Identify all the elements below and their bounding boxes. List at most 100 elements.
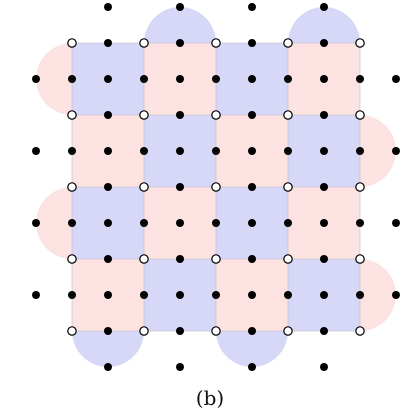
- open-dot: [283, 110, 293, 120]
- lattice-dot: [248, 255, 256, 263]
- open-dot: [67, 182, 77, 192]
- lattice-dot: [320, 291, 328, 299]
- lattice-dot: [356, 75, 364, 83]
- outer-dot: [392, 75, 400, 83]
- outer-dot: [176, 363, 184, 371]
- lattice-dot: [68, 75, 76, 83]
- lattice-dot: [176, 291, 184, 299]
- lattice-dot: [212, 291, 220, 299]
- open-dot: [283, 182, 293, 192]
- lattice-dot: [284, 219, 292, 227]
- open-dot: [67, 110, 77, 120]
- lattice-dot: [104, 39, 112, 47]
- lattice-dot: [248, 291, 256, 299]
- lattice-dot: [104, 147, 112, 155]
- lattice-dot: [356, 147, 364, 155]
- lattice-dot: [104, 75, 112, 83]
- lattice-dot: [320, 327, 328, 335]
- lattice-dot: [320, 183, 328, 191]
- open-dot: [283, 38, 293, 48]
- semicircle-right: [360, 115, 396, 187]
- outer-dot: [392, 219, 400, 227]
- outer-dot: [248, 3, 256, 11]
- semicircle-bottom: [216, 331, 288, 367]
- open-dot: [355, 38, 365, 48]
- open-dot: [211, 326, 221, 336]
- open-dot: [139, 326, 149, 336]
- open-dot: [139, 182, 149, 192]
- lattice-dot: [248, 75, 256, 83]
- lattice-dot: [176, 183, 184, 191]
- open-dot: [355, 110, 365, 120]
- lattice-dot: [320, 219, 328, 227]
- lattice-dot: [68, 147, 76, 155]
- open-dot: [211, 182, 221, 192]
- lattice-dot: [248, 327, 256, 335]
- outer-dot: [32, 219, 40, 227]
- open-dot: [283, 326, 293, 336]
- lattice-dot: [248, 111, 256, 119]
- semicircle-top: [144, 7, 216, 43]
- open-dot: [67, 38, 77, 48]
- lattice-dot: [248, 39, 256, 47]
- lattice-dot: [176, 327, 184, 335]
- semicircle-layer: [36, 7, 396, 367]
- figure-caption: (b): [195, 386, 225, 410]
- lattice-dot: [104, 291, 112, 299]
- lattice-dot: [212, 219, 220, 227]
- outer-dot: [104, 3, 112, 11]
- open-dot: [139, 254, 149, 264]
- dot-layer: [32, 3, 400, 371]
- semicircle-top: [288, 7, 360, 43]
- semicircle-left: [36, 187, 72, 259]
- lattice-dot: [104, 327, 112, 335]
- lattice-dot: [320, 111, 328, 119]
- outer-dot: [32, 75, 40, 83]
- open-dot: [67, 254, 77, 264]
- semicircle-left: [36, 43, 72, 115]
- lattice-dot: [104, 111, 112, 119]
- lattice-dot: [104, 219, 112, 227]
- cell-layer: [72, 43, 360, 331]
- open-dot: [355, 326, 365, 336]
- lattice-dot: [140, 219, 148, 227]
- outer-dot: [176, 3, 184, 11]
- lattice-dot: [212, 147, 220, 155]
- outer-dot: [32, 291, 40, 299]
- lattice-dot: [212, 75, 220, 83]
- lattice-dot: [284, 291, 292, 299]
- outer-dot: [392, 291, 400, 299]
- open-dot: [211, 38, 221, 48]
- open-dot: [355, 182, 365, 192]
- outer-dot: [320, 3, 328, 11]
- lattice-dot: [356, 291, 364, 299]
- open-dot: [355, 254, 365, 264]
- outer-dot: [104, 363, 112, 371]
- open-dot: [283, 254, 293, 264]
- lattice-dot: [320, 39, 328, 47]
- lattice-dot: [356, 219, 364, 227]
- open-dot: [139, 110, 149, 120]
- lattice-dot: [140, 147, 148, 155]
- lattice-dot: [104, 255, 112, 263]
- lattice-dot: [176, 39, 184, 47]
- lattice-dot: [248, 147, 256, 155]
- semicircle-right: [360, 259, 396, 331]
- lattice-dot: [68, 219, 76, 227]
- lattice-dot: [284, 147, 292, 155]
- lattice-dot: [320, 255, 328, 263]
- open-dot: [67, 326, 77, 336]
- lattice-dot: [140, 291, 148, 299]
- lattice-dot: [68, 291, 76, 299]
- semicircle-bottom: [72, 331, 144, 367]
- lattice-dot: [176, 255, 184, 263]
- lattice-dot: [176, 147, 184, 155]
- lattice-dot: [320, 147, 328, 155]
- open-dot: [211, 254, 221, 264]
- lattice-dot: [320, 75, 328, 83]
- lattice-dot: [176, 111, 184, 119]
- outer-dot: [32, 147, 40, 155]
- open-dot: [211, 110, 221, 120]
- open-dot: [139, 38, 149, 48]
